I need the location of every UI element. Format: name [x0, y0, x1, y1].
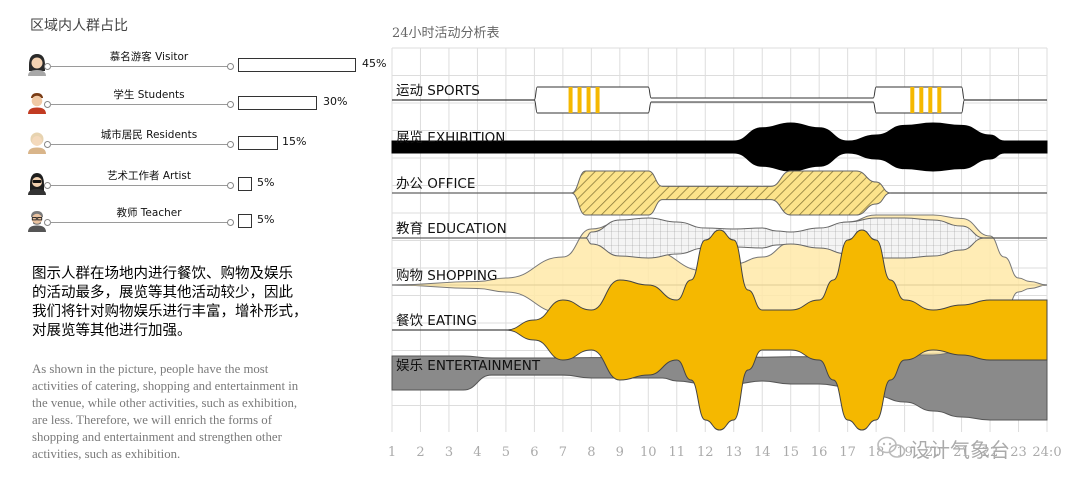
crowd-bar [238, 58, 356, 72]
x-tick-label: 23 [1010, 445, 1027, 460]
crowd-bar [238, 136, 278, 150]
x-tick-label: 24:0 [1032, 445, 1061, 460]
crowd-label: 教师 Teacher [116, 207, 182, 219]
teacher-avatar-icon [28, 211, 46, 232]
series-shape [392, 229, 1048, 431]
x-tick-label: 20 [925, 445, 942, 460]
resident-avatar-icon [28, 132, 46, 154]
x-tick-label: 17 [839, 445, 856, 460]
x-tick-label: 7 [559, 445, 567, 460]
x-tick-label: 22 [982, 445, 999, 460]
description-zh: 图示人群在场地内进行餐饮、购物及娱乐 的活动最多，展览等其他活动较少，因此 我们… [32, 266, 308, 339]
crowd-row-artist: 艺术工作者 Artist 5% [26, 170, 376, 195]
crowd-percent: 30% [323, 95, 348, 108]
sports-stripe [928, 87, 933, 113]
sports-stripe [595, 87, 600, 113]
x-tick-label: 9 [616, 445, 624, 460]
x-tick-label: 14 [754, 445, 771, 460]
visitor-avatar-icon [28, 54, 46, 76]
chart-title: 24小时活动分析表 [392, 26, 500, 41]
sports-stripe [577, 87, 582, 113]
x-tick-label: 13 [725, 445, 742, 460]
sports-stripe [910, 87, 915, 113]
activity-chart: 24小时活动分析表 运动 SPORTS 展览 EXHIBITION 办公 OFFIC… [380, 0, 1080, 495]
chart-label-layer: 运动 SPORTS 展览 EXHIBITION 办公 OFFICE 教育 EDUCAT… [396, 83, 541, 374]
series-shape [392, 86, 1047, 114]
crowd-percent: 15% [282, 135, 307, 148]
crowd-row-residents: 城市居民 Residents 15% [26, 129, 376, 154]
series-label: 办公 OFFICE [396, 176, 475, 192]
artist-avatar-icon [28, 173, 46, 195]
x-tick-label: 1 [388, 445, 396, 460]
wechat-icon [877, 436, 906, 458]
population-panel: 区域内人群占比 慕名游客 Visitor 45% 学生 Students 30% [0, 0, 386, 495]
sports-stripe [919, 87, 924, 113]
x-tick-label: 8 [587, 445, 595, 460]
crowd-bar [238, 96, 317, 110]
x-tick-label: 6 [530, 445, 538, 460]
student-avatar-icon [28, 93, 46, 114]
description-en: As shown in the picture, people have the… [32, 362, 299, 461]
crowd-row-students: 学生 Students 30% [26, 89, 376, 114]
crowd-percent: 5% [257, 213, 275, 226]
x-tick-label: 16 [811, 445, 828, 460]
x-tick-label: 5 [502, 445, 510, 460]
crowd-bar [238, 214, 252, 228]
x-tick-label: 4 [473, 445, 481, 460]
crowd-bar [238, 177, 252, 191]
series-label: 展览 EXHIBITION [396, 130, 505, 146]
crowd-row-teacher: 教师 Teacher 5% [26, 207, 376, 232]
watermark: 设计气象台 [877, 436, 1010, 462]
x-tick-label: 18 [868, 445, 885, 460]
series-label: 购物 SHOPPING [396, 268, 497, 284]
x-tick-label: 21 [953, 445, 970, 460]
crowd-label: 城市居民 Residents [100, 129, 198, 141]
x-tick-label: 3 [445, 445, 453, 460]
sports-stripe [568, 87, 573, 113]
watermark-text: 设计气象台 [910, 438, 1010, 462]
x-tick-label: 10 [640, 445, 657, 460]
crowd-label: 学生 Students [113, 89, 185, 101]
crowd-label: 艺术工作者 Artist [107, 170, 191, 182]
sports-stripe [937, 87, 942, 113]
x-tick-label: 2 [416, 445, 424, 460]
x-tick-label: 15 [782, 445, 799, 460]
chart-series-layer [391, 86, 1048, 431]
series-label: 运动 SPORTS [396, 83, 480, 99]
crowd-percent: 45% [362, 57, 387, 70]
activity-chart-svg: 24小时活动分析表 运动 SPORTS 展览 EXHIBITION 办公 OFFIC… [388, 26, 1062, 462]
series-label: 教育 EDUCATION [396, 221, 507, 237]
x-tick-label: 11 [669, 445, 686, 460]
crowd-label: 慕名游客 Visitor [109, 51, 189, 63]
population-title: 区域内人群占比 [30, 18, 128, 34]
series-label: 娱乐 ENTERTAINMENT [396, 358, 541, 374]
series-label: 餐饮 EATING [396, 313, 477, 329]
sports-stripe [586, 87, 591, 113]
crowd-row-visitor: 慕名游客 Visitor 45% [26, 51, 386, 76]
x-tick-label: 12 [697, 445, 714, 460]
crowd-percent: 5% [257, 176, 275, 189]
